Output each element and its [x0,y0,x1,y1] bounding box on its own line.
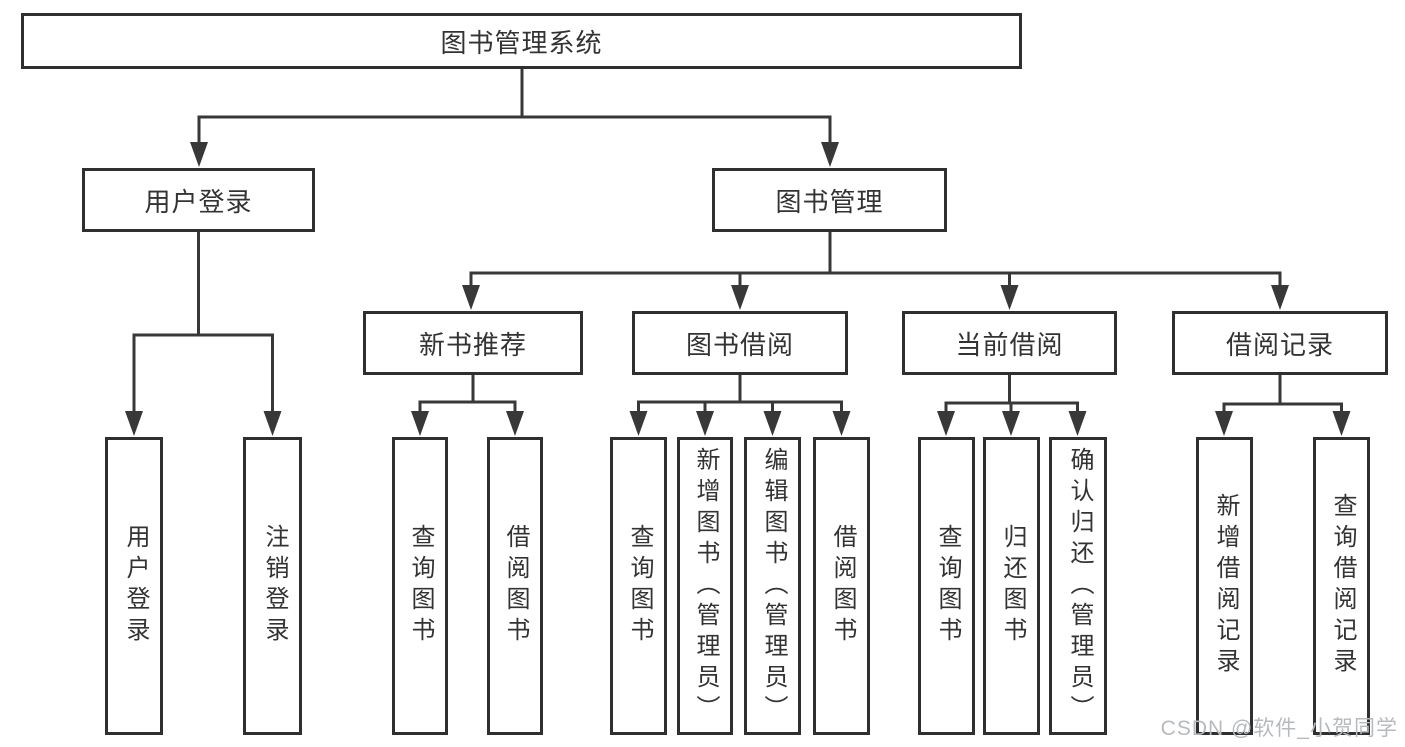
leaf-borrow-books-recommend: 借阅图书 [487,437,543,735]
node-current-borrow: 当前借阅 [902,311,1117,375]
csdn-watermark: CSDN @软件_小贺同学 [1160,717,1398,740]
leaf-user-login: 用户登录 [105,437,163,735]
leaf-query-books-recommend: 查询图书 [392,437,448,735]
leaf-borrow-books: 借阅图书 [813,437,870,735]
node-new-book-recommend: 新书推荐 [363,311,583,375]
node-borrow-records: 借阅记录 [1172,311,1388,375]
leaf-add-borrow-record: 新增借阅记录 [1196,437,1253,735]
leaf-edit-books-admin: 编辑图书（管理员） [744,437,801,735]
leaf-query-books-borrow: 查询图书 [610,437,667,735]
node-book-borrow: 图书借阅 [632,311,848,375]
leaf-return-books: 归还图书 [983,437,1040,735]
leaf-confirm-return-admin: 确认归还（管理员） [1049,437,1107,735]
leaf-add-books-admin: 新增图书（管理员） [677,437,733,735]
leaf-query-borrow-record: 查询借阅记录 [1313,437,1370,735]
node-root: 图书管理系统 [21,13,1022,69]
leaf-logout: 注销登录 [243,437,302,735]
leaf-query-books-current: 查询图书 [918,437,975,735]
node-book-management-group: 图书管理 [712,168,947,232]
node-user-login-group: 用户登录 [82,168,315,232]
